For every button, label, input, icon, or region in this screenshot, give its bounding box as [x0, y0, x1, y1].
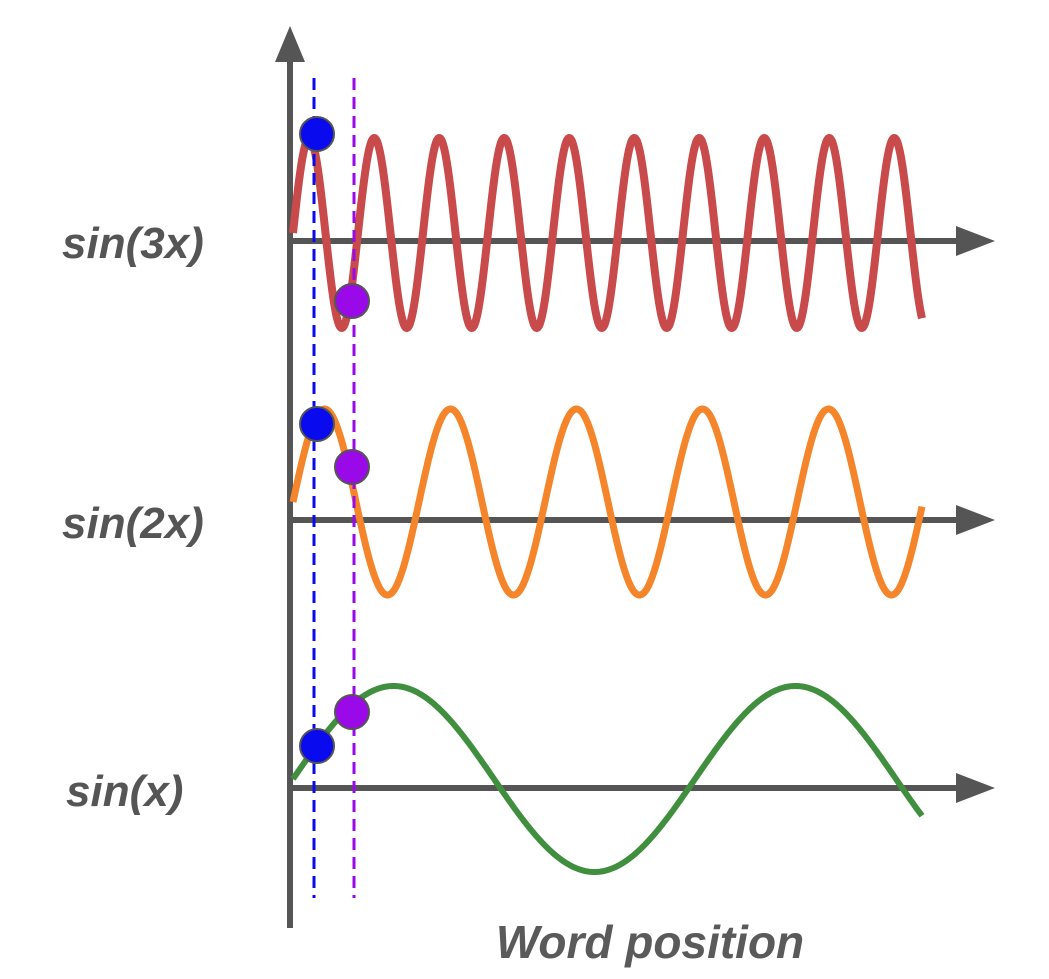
- sin3x-position-a-marker: [299, 116, 335, 152]
- sin2x-position-a-marker: [299, 406, 335, 442]
- x-axis-title: Word position: [496, 916, 804, 968]
- sinx-label: sin(x): [66, 767, 183, 816]
- axis-sin3x-arrowhead: [956, 226, 995, 256]
- axis-sinx-arrowhead: [956, 773, 995, 803]
- vertical-axis-arrowhead: [275, 26, 305, 62]
- axis-sin2x-arrowhead: [956, 505, 995, 535]
- sinx-wave: [290, 683, 925, 875]
- sinx-position-a-marker: [299, 728, 335, 764]
- sin2x-label: sin(2x): [62, 499, 204, 548]
- sinx-position-b-marker: [334, 694, 370, 730]
- sin3x-wave: [289, 134, 926, 332]
- sin2x-position-b-marker: [334, 449, 370, 485]
- sin3x-position-b-marker: [334, 283, 370, 319]
- sin3x-label: sin(3x): [62, 219, 204, 268]
- sin2x-wave: [289, 405, 926, 599]
